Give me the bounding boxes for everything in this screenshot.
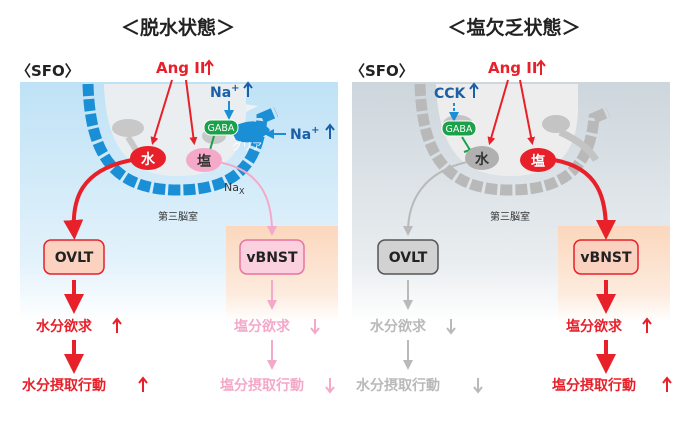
left-water-behavior-up [138,376,148,392]
right-salt-desire-up [642,317,652,333]
left-salt-neuron [186,148,222,172]
left-ang-label: Ang II [156,59,205,77]
left-glia-cell [230,121,270,143]
right-gaba-label: GABA [446,124,473,135]
right-gaba-badge [441,120,477,137]
right-sfo-label: 〈SFO〉 [350,62,414,80]
right-salt-neuron-label: 塩 [531,153,545,170]
left-water-neuron [130,146,166,170]
right-title: ＜塩欠乏状態＞ [447,16,580,39]
left-ang-up-arrow [204,59,214,75]
left-gray-neuron-left [112,119,144,137]
right-ang-label: Ang II [488,59,537,77]
left-panel: ＜脱水状態＞ 〈SFO〉 Ang II Na+ Na+ グリア GABA [16,16,338,394]
right-vbnst-box [573,239,639,275]
right-water-behavior: 水分摂取行動 [356,377,440,394]
left-gray-neuron-left-stem [125,135,139,152]
right-salt-to-vbnst-arrow [553,158,616,240]
left-water-neuron-label: 水 [141,151,156,168]
right-salt-behavior-up [662,376,672,392]
left-glia-label: グリア [232,140,262,153]
right-water-neuron [465,146,499,170]
right-panel: ＜塩欠乏状態＞ 〈SFO〉 CCK Ang II GABA 水 塩 第三脳室 [350,16,672,394]
left-salt-behavior: 塩分摂取行動 [220,377,304,394]
right-salt-desire: 塩分欲求 [566,318,623,335]
left-na-right-label: Na+ [290,125,320,143]
left-na-top-up-arrow [243,81,253,97]
left-sfo-label: 〈SFO〉 [16,62,80,80]
left-salt-desire: 塩分欲求 [234,318,291,335]
left-water-desire: 水分欲求 [36,318,93,335]
right-gray-neuron-right-stem [558,128,600,162]
left-salt-neuron-label: 塩 [197,153,211,170]
left-ovlt-label: OVLT [55,250,94,266]
right-salt-behavior: 塩分摂取行動 [552,377,636,394]
right-ovlt-label: OVLT [389,250,428,266]
left-title: ＜脱水状態＞ [121,16,235,39]
left-na-right-up-arrow [325,123,335,139]
right-cck-label: CCK [434,86,467,102]
right-water-to-ovlt-arrow [403,161,468,236]
right-salt-neuron [520,148,556,172]
left-ang-to-salt-arrow [185,79,198,146]
right-sfo-outer [414,83,611,196]
right-cck-up-arrow [469,82,479,98]
right-water-desire: 水分欲求 [370,318,427,335]
right-water-neuron-label: 水 [475,151,490,168]
right-vbnst-label: vBNST [580,250,632,266]
left-vbnst-box [239,239,305,275]
right-ventricle-label: 第三脳室 [490,210,530,223]
right-ovlt-box [377,239,439,275]
left-salt-desire-down [310,319,320,335]
right-ang-to-water-arrow [487,79,509,146]
right-ang-to-salt-arrow [519,79,536,146]
left-ang-to-water-arrow [150,79,173,146]
right-water-desire-down [446,319,456,335]
left-ovlt-box [43,239,105,275]
left-nax-label: NaX [224,181,245,196]
left-gaba-label: GABA [208,123,235,134]
left-gaba-badge [203,119,239,136]
left-salt-to-vbnst-arrow [217,161,277,236]
left-water-desire-up [112,317,122,333]
right-gray-neuron-right [542,115,570,133]
left-ventricle-label: 第三脳室 [158,210,198,223]
left-sfo-outer [82,83,279,196]
left-na-top-label: Na+ [210,83,240,101]
left-salt-behavior-down [325,378,335,394]
left-vbnst-label: vBNST [246,250,298,266]
left-water-to-ovlt-arrow [63,158,133,240]
right-ang-up-arrow [536,59,546,75]
right-water-behavior-down [473,378,483,394]
left-water-behavior: 水分摂取行動 [22,377,106,394]
